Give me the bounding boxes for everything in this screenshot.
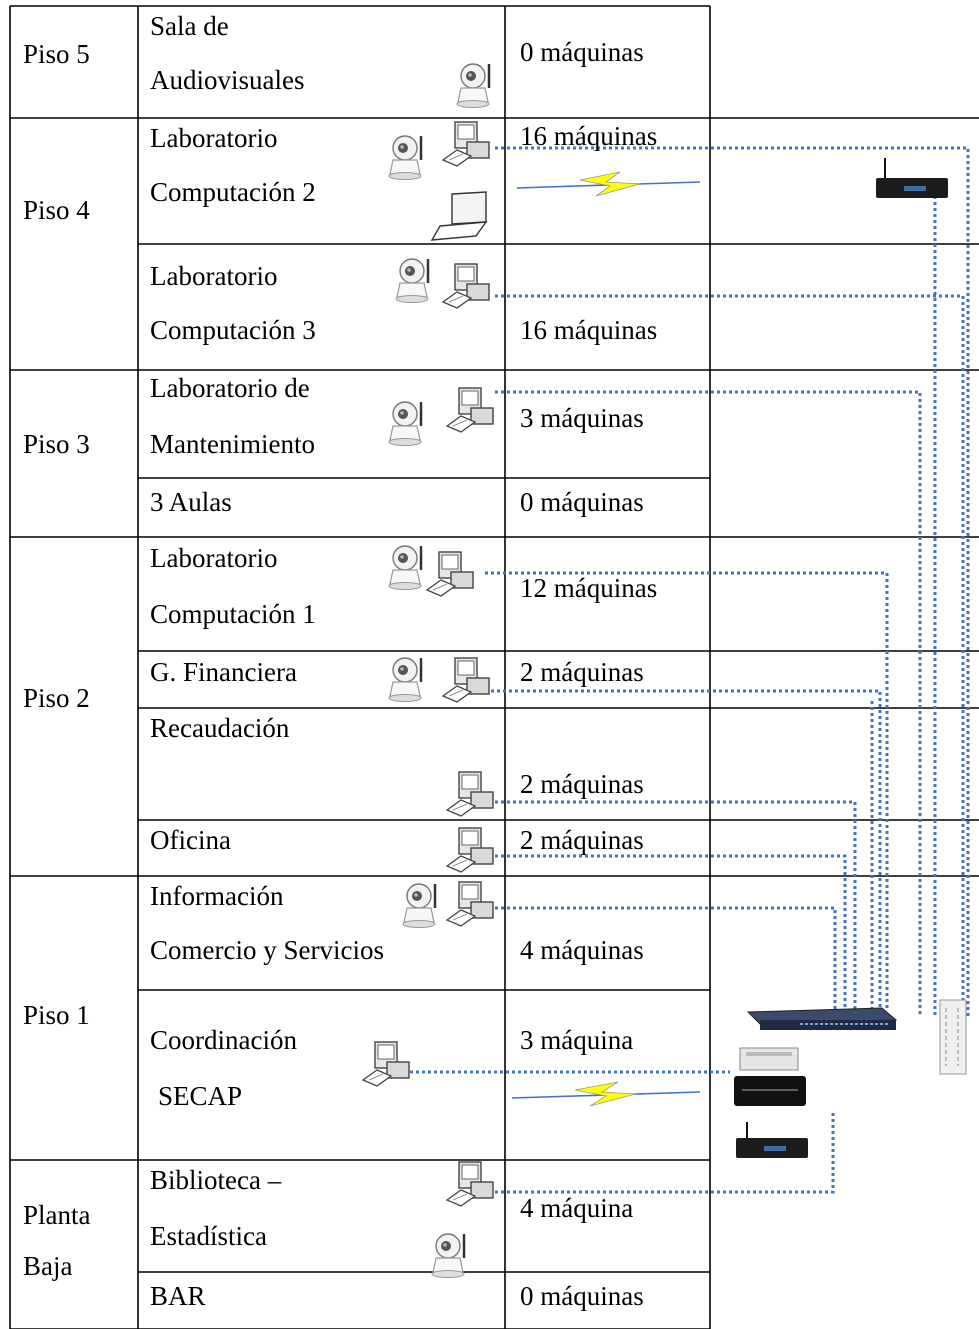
camera-icon [394,257,430,304]
laptop-icon [430,191,488,241]
network-links [410,146,970,1194]
machine-count: 16 máquinas [520,315,658,345]
room-label: Información [150,881,284,911]
floor-label: Piso 1 [23,1000,90,1030]
access-point-icon [739,1047,799,1071]
hub-icon [939,999,967,1075]
wireless-link-icon [511,1081,701,1107]
room-label: G. Financiera [150,657,297,687]
room-label: Computación 2 [150,177,316,207]
room-label: Biblioteca – [150,1165,282,1195]
room-label: SECAP [158,1081,243,1111]
floor-label: Piso 4 [23,195,90,225]
wireless-link-icon [516,171,701,197]
machine-count: 4 máquinas [520,935,644,965]
computer-icon [446,1161,494,1207]
room-label: Oficina [150,825,231,855]
router-icon [734,1076,806,1106]
room-label: 3 Aulas [150,487,232,517]
camera-icon [401,882,437,929]
floor-label: Piso 5 [23,39,90,69]
machine-count: 2 máquinas [520,825,644,855]
camera-icon [430,1232,466,1279]
computer-icon [426,551,474,597]
machine-count: 3 máquinas [520,403,644,433]
machine-count: 16 máquinas [520,121,658,151]
machine-count: 2 máquinas [520,657,644,687]
room-label: Computación 3 [150,315,316,345]
machine-count: 0 máquinas [520,487,644,517]
room-label: Laboratorio [150,261,278,291]
computer-icon [446,387,494,433]
wireless-router-icon [736,1122,808,1158]
room-label: Mantenimiento [150,429,315,459]
camera-icon [387,656,423,703]
switch-icon [746,1007,898,1030]
computer-icon [446,827,494,873]
machine-count: 0 máquinas [520,37,644,67]
wireless-router-icon [876,158,948,198]
room-label: Comercio y Servicios [150,935,384,965]
room-label: Estadística [150,1221,267,1251]
computer-icon [442,121,490,167]
camera-icon [387,544,423,591]
camera-icon [387,134,423,181]
room-label: Sala de [150,11,229,41]
computer-icon [446,881,494,927]
machine-count: 4 máquina [520,1193,634,1223]
camera-icon [387,400,423,447]
room-label: Computación 1 [150,599,316,629]
room-label: Laboratorio [150,123,278,153]
floor-label: Piso 3 [23,429,90,459]
room-label: Laboratorio de [150,373,310,403]
floor-label: Baja [23,1251,73,1281]
computer-icon [442,657,490,703]
room-label: BAR [150,1281,206,1311]
room-label: Recaudación [150,713,290,743]
computer-icon [442,263,490,309]
machine-count: 12 máquinas [520,573,658,603]
computer-icon [362,1041,410,1087]
machine-count: 2 máquinas [520,769,644,799]
floor-label: Piso 2 [23,683,90,713]
table-grid [9,5,979,1329]
camera-icon [455,62,491,109]
room-label: Laboratorio [150,543,278,573]
room-label: Coordinación [150,1025,297,1055]
computer-icon [446,771,494,817]
room-label: Audiovisuales [150,65,305,95]
floor-label: Planta [23,1200,91,1230]
machine-count: 0 máquinas [520,1281,644,1311]
machine-count: 3 máquina [520,1025,634,1055]
